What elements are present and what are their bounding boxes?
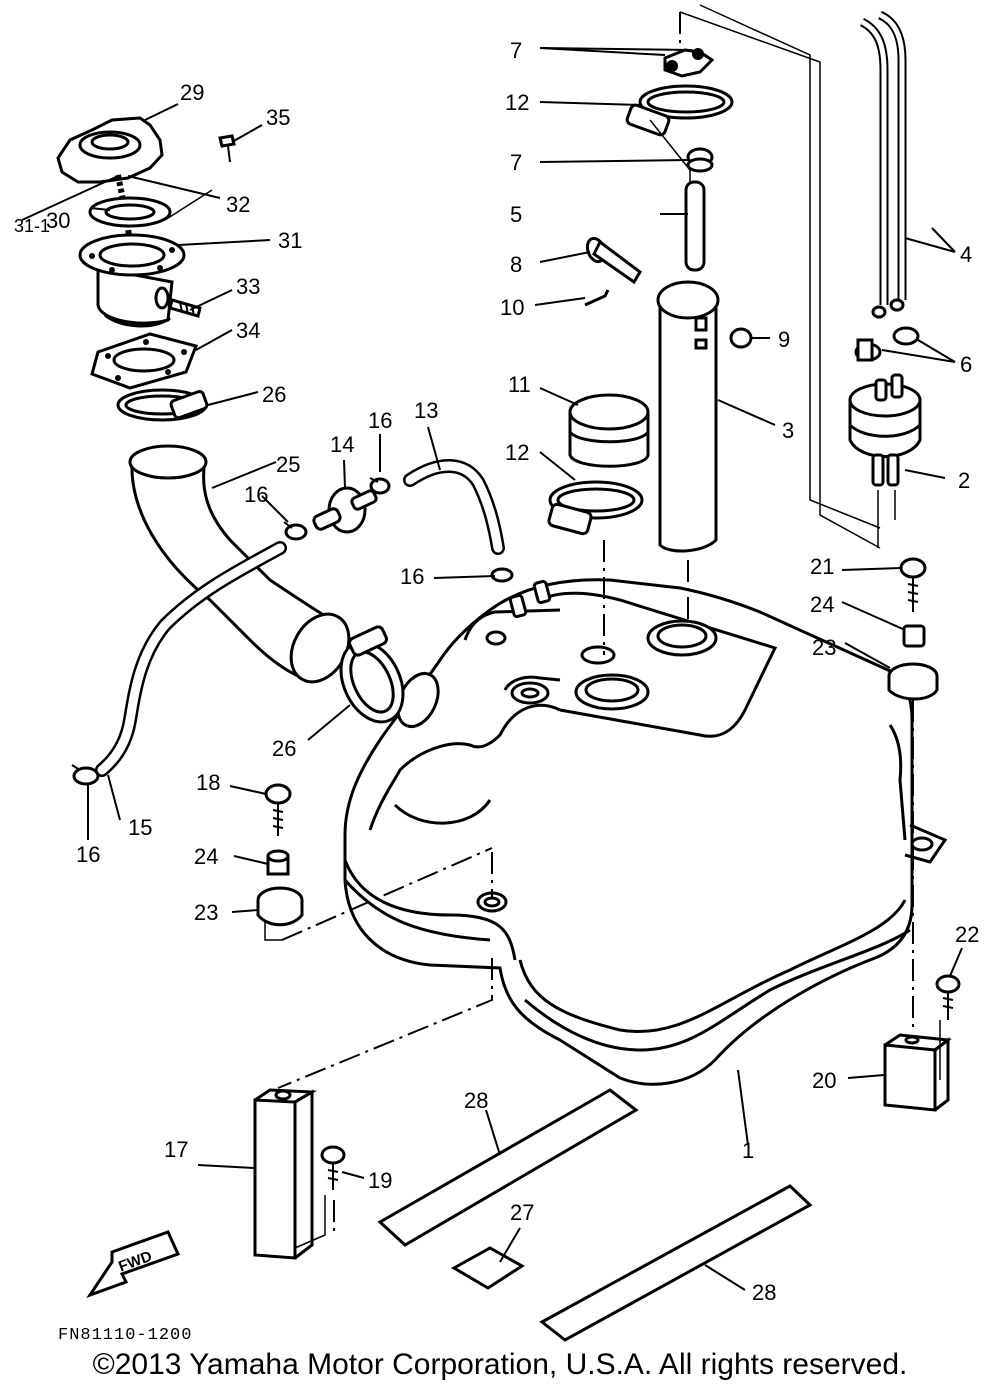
filler-cap bbox=[56, 116, 164, 184]
callout-11: 11 bbox=[508, 372, 531, 397]
callout-27: 27 bbox=[510, 1200, 534, 1225]
clamps-6 bbox=[854, 326, 920, 362]
check-valve-14 bbox=[312, 486, 378, 534]
callout-9: 9 bbox=[778, 327, 790, 352]
callout-19: 19 bbox=[368, 1168, 392, 1193]
fuel-filter-2 bbox=[848, 373, 922, 487]
bolt-18 bbox=[264, 783, 292, 836]
filler-neck-31 bbox=[78, 233, 186, 328]
callout-8: 8 bbox=[510, 252, 522, 277]
bolt-21 bbox=[899, 557, 927, 612]
hose-clamp-26-upper bbox=[116, 388, 209, 422]
callout-21: 21 bbox=[810, 554, 834, 579]
damper-28-lower bbox=[539, 1184, 813, 1342]
callout-16-hose: 16 bbox=[76, 842, 100, 867]
hose-clamp-12-lower bbox=[547, 480, 644, 536]
assembly-lines bbox=[264, 4, 941, 1249]
callout-28-upper: 28 bbox=[464, 1088, 488, 1113]
clip-16-vent bbox=[490, 567, 514, 583]
bolt-33 bbox=[168, 298, 202, 318]
callout-12-lower: 12 bbox=[505, 440, 529, 465]
fuel-line-4 bbox=[859, 10, 907, 319]
callout-24-left: 24 bbox=[194, 844, 218, 869]
plug-11 bbox=[568, 393, 650, 468]
callout-33: 33 bbox=[236, 274, 260, 299]
clip-16-top bbox=[369, 477, 391, 495]
gasket-34 bbox=[90, 332, 199, 390]
fuel-tank bbox=[343, 578, 948, 1086]
hose-clamp-12-top bbox=[625, 84, 734, 137]
callout-31: 31 bbox=[278, 228, 302, 253]
callout-16-left: 16 bbox=[244, 482, 268, 507]
callout-28-lower: 28 bbox=[752, 1280, 776, 1305]
callout-20: 20 bbox=[812, 1068, 836, 1093]
callout-7-mid: 7 bbox=[510, 150, 522, 175]
clip-16-hose-end bbox=[71, 764, 100, 786]
leader-lines bbox=[21, 47, 963, 1291]
bracket-17 bbox=[253, 1088, 318, 1260]
callout-18: 18 bbox=[196, 770, 220, 795]
diagram-reference-code: FN81110-1200 bbox=[58, 1326, 193, 1345]
callout-30: 30 bbox=[46, 208, 70, 233]
clamp-7-top bbox=[663, 48, 715, 78]
collar-24-right bbox=[902, 624, 926, 648]
pin-8 bbox=[585, 236, 642, 285]
pipe-5 bbox=[684, 180, 706, 272]
callout-14: 14 bbox=[330, 432, 354, 457]
callout-4: 4 bbox=[960, 242, 972, 267]
callout-23-left: 23 bbox=[194, 900, 218, 925]
cotter-pin-10 bbox=[584, 289, 610, 307]
bolt-19 bbox=[320, 1145, 346, 1190]
callout-25: 25 bbox=[276, 452, 300, 477]
washer-9 bbox=[729, 327, 753, 349]
callout-1: 1 bbox=[742, 1138, 754, 1163]
callout-35: 35 bbox=[266, 105, 290, 130]
callout-31-1: 31-1 bbox=[14, 216, 50, 236]
damper-27 bbox=[450, 1246, 525, 1290]
callout-16-vent: 16 bbox=[400, 564, 424, 589]
callout-34: 34 bbox=[236, 318, 260, 343]
clip-16-left bbox=[283, 521, 308, 541]
callout-24-right: 24 bbox=[810, 592, 834, 617]
fwd-arrow: FWD bbox=[86, 1230, 181, 1298]
grommet-23-right bbox=[887, 662, 939, 701]
callout-29: 29 bbox=[180, 80, 204, 105]
callout-32: 32 bbox=[226, 192, 250, 217]
bolt-22 bbox=[935, 974, 961, 1020]
callout-10: 10 bbox=[500, 295, 524, 320]
callout-12-top: 12 bbox=[505, 90, 529, 115]
copyright-notice: ©2013 Yamaha Motor Corporation, U.S.A. A… bbox=[92, 1348, 908, 1381]
callout-labels: 1 2 3 4 5 6 7 7 8 9 10 11 12 12 13 14 15… bbox=[14, 38, 979, 1305]
damper-28-upper bbox=[377, 1088, 639, 1247]
bracket-20 bbox=[883, 1033, 952, 1112]
callout-26-upper: 26 bbox=[262, 382, 286, 407]
callout-6: 6 bbox=[960, 352, 972, 377]
vent-hose-13 bbox=[403, 459, 505, 555]
callout-7-top: 7 bbox=[510, 38, 522, 63]
clamp-7-mid bbox=[686, 147, 714, 173]
collar-24-left bbox=[266, 849, 290, 876]
callout-16-top: 16 bbox=[368, 408, 392, 433]
grommet-23-left bbox=[256, 886, 304, 927]
callout-22: 22 bbox=[955, 922, 979, 947]
gasket-30 bbox=[88, 196, 172, 228]
screw-35 bbox=[218, 134, 236, 163]
callout-5: 5 bbox=[510, 202, 522, 227]
breather-hose-15 bbox=[95, 541, 287, 777]
callout-3: 3 bbox=[782, 418, 794, 443]
hose-clamp-26-lower bbox=[339, 625, 405, 724]
callout-13: 13 bbox=[414, 398, 438, 423]
callout-23-right: 23 bbox=[812, 635, 836, 660]
callout-26-lower: 26 bbox=[272, 736, 296, 761]
gauge-housing-3 bbox=[656, 280, 720, 553]
callout-2: 2 bbox=[958, 468, 970, 493]
callout-17: 17 bbox=[164, 1137, 188, 1162]
callout-15: 15 bbox=[128, 815, 152, 840]
